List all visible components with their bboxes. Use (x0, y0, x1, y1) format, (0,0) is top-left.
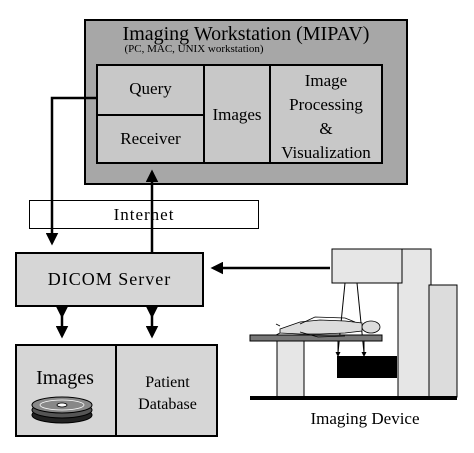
images-storage-label: Images (36, 367, 94, 389)
database-label-line1: Patient (145, 374, 190, 391)
imaging-device-graphic (249, 248, 458, 400)
workstation-title: Imaging Workstation (MIPAV) (122, 23, 370, 45)
patient-figure-icon (275, 316, 381, 338)
processing-label-line1: Image (304, 71, 348, 90)
internet-label: Internet (113, 205, 175, 224)
disc-stack-icon (31, 396, 93, 424)
internet-box (29, 200, 259, 229)
dicom-server-label: DICOM Server (47, 269, 172, 289)
query-label: Query (129, 79, 172, 98)
receiver-module (96, 114, 205, 164)
processing-module (269, 64, 383, 164)
processing-label-line4: Visualization (281, 143, 371, 162)
imaging-device-label: Imaging Device (310, 409, 420, 428)
processing-label-line3: & (319, 119, 333, 138)
database-label-line2: Database (138, 396, 197, 413)
receiver-label: Receiver (120, 129, 181, 148)
workstation-subtitle: (PC, MAC, UNIX workstation) (124, 43, 264, 55)
dicom-server-box (15, 252, 204, 307)
images-module-label: Images (212, 105, 262, 124)
images-storage-cell (15, 344, 117, 437)
processing-label-line2: Processing (289, 95, 363, 114)
query-to-server-arrow-icon (45, 96, 96, 246)
